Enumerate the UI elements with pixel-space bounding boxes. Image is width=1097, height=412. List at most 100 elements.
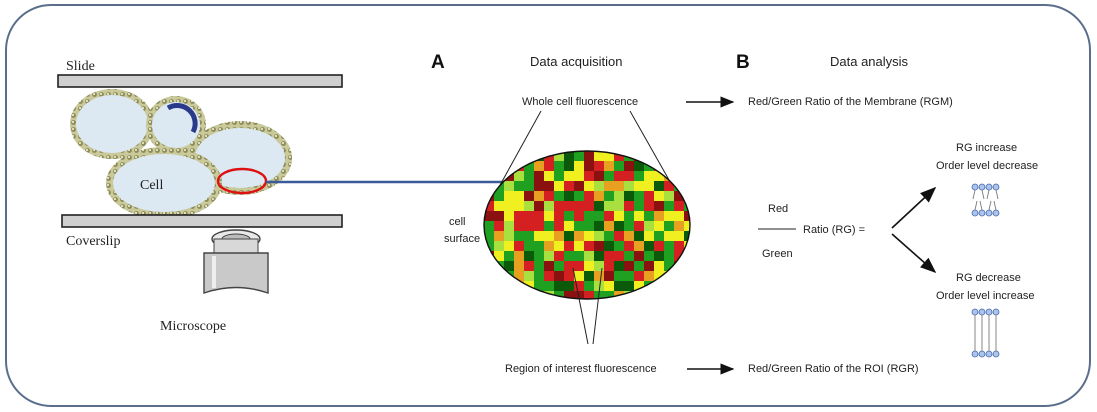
cell-surface-label-line1: cell: [449, 216, 466, 228]
fluorescence-pixel: [654, 211, 664, 221]
fluorescence-pixel: [564, 151, 574, 161]
fluorescence-pixel: [594, 261, 604, 271]
fluorescence-pixel: [534, 251, 544, 261]
fluorescence-pixel: [534, 281, 544, 291]
fluorescence-pixel: [644, 271, 654, 281]
fluorescence-pixel: [584, 291, 594, 299]
fluorescence-pixel: [634, 271, 644, 281]
fluorescence-pixel: [554, 231, 564, 241]
fluorescence-pixel: [654, 241, 664, 251]
fluorescence-pixel: [504, 201, 514, 211]
fluorescence-pixel: [554, 221, 564, 231]
fluorescence-pixel: [644, 261, 654, 271]
fluorescence-pixel: [534, 261, 544, 271]
fluorescence-pixel: [574, 171, 584, 181]
fluorescence-pixel: [614, 251, 624, 261]
fluorescence-pixel: [574, 221, 584, 231]
fluorescence-pixel: [604, 251, 614, 261]
fluorescence-pixel: [564, 171, 574, 181]
fluorescence-pixel: [604, 181, 614, 191]
fluorescence-pixel: [554, 201, 564, 211]
fluorescence-pixel: [504, 221, 514, 231]
microscope-label: Microscope: [160, 319, 226, 334]
fluorescence-pixel: [564, 221, 574, 231]
fluorescence-pixel: [514, 231, 524, 241]
fluorescence-pixel: [534, 231, 544, 241]
fluorescence-pixel: [654, 191, 664, 201]
fluorescence-pixel: [534, 191, 544, 201]
fluorescence-pixel: [504, 181, 514, 191]
fluorescence-pixel: [574, 201, 584, 211]
fluorescence-pixel: [514, 211, 524, 221]
fluorescence-pixel: [604, 281, 614, 291]
panel-a-letter: A: [431, 52, 445, 73]
order-increase-label: Order level increase: [936, 290, 1034, 302]
fluorescence-pixel: [584, 181, 594, 191]
fluorescence-pixel: [544, 191, 554, 201]
fluorescence-pixel: [644, 211, 654, 221]
fluorescence-pixel: [624, 161, 634, 171]
fluorescence-pixel: [564, 201, 574, 211]
fluorescence-pixel: [614, 241, 624, 251]
fluorescence-pixel: [624, 241, 634, 251]
fluorescence-pixel: [494, 191, 504, 201]
order-decrease-label: Order level decrease: [936, 160, 1038, 172]
fluorescence-pixel: [564, 291, 574, 299]
fluorescence-pixel: [544, 271, 554, 281]
panel-a-data-acquisition: A Data acquisition Whole cell fluorescen…: [431, 52, 691, 375]
coverslip-plate: [61, 214, 343, 228]
fluorescence-pixel: [574, 211, 584, 221]
fluorescence-pixel: [524, 211, 534, 221]
fluorescence-pixel: [524, 261, 534, 271]
fluorescence-pixel: [484, 201, 494, 211]
fluorescence-pixel: [554, 241, 564, 251]
fluorescence-pixel: [664, 241, 674, 251]
fluorescence-pixel: [494, 201, 504, 211]
fluorescence-pixel: [614, 231, 624, 241]
fluorescence-pixel: [554, 171, 564, 181]
fluorescence-pixel: [614, 221, 624, 231]
fluorescence-pixel: [614, 201, 624, 211]
fluorescence-pixel: [554, 271, 564, 281]
fluorescence-pixel: [624, 191, 634, 201]
cell-surface-outline: [483, 150, 691, 300]
fluorescence-pixel: [514, 221, 524, 231]
arrow-rg-decrease: [891, 233, 937, 274]
fluorescence-pixel: [604, 241, 614, 251]
arrow-rg-increase: [891, 186, 937, 229]
fluorescence-pixel: [594, 151, 604, 161]
fluorescence-pixel: [554, 291, 564, 299]
rg-decrease-label: RG decrease: [956, 272, 1021, 284]
fluorescence-pixel: [484, 211, 494, 221]
fluorescence-pixel: [654, 221, 664, 231]
fluorescence-pixel: [624, 221, 634, 231]
fluorescence-pixel: [534, 221, 544, 231]
fluorescence-pixel: [494, 241, 504, 251]
fluorescence-pixel: [584, 201, 594, 211]
fluorescence-pixel: [554, 191, 564, 201]
fluorescence-pixel: [644, 201, 654, 211]
microscope-objective-icon: [203, 229, 269, 294]
fluorescence-pixel: [654, 201, 664, 211]
fluorescence-pixel: [544, 281, 554, 291]
rgr-label: Red/Green Ratio of the ROI (RGR): [748, 363, 919, 375]
fluorescence-pixel: [574, 151, 584, 161]
fluorescence-pixel: [514, 271, 524, 281]
fluorescence-pixel: [554, 281, 564, 291]
fluorescence-pixel: [614, 161, 624, 171]
fluorescence-pixel: [514, 171, 524, 181]
fluorescence-pixel: [634, 211, 644, 221]
fluorescence-pixel: [664, 181, 674, 191]
fluorescence-pixel: [634, 181, 644, 191]
fluorescence-pixel: [534, 211, 544, 221]
fluorescence-pixel: [634, 221, 644, 231]
fluorescence-pixel: [594, 271, 604, 281]
roi-pointer-right: [592, 267, 603, 345]
fluorescence-pixel: [684, 211, 690, 221]
fluorescence-pixel: [624, 271, 634, 281]
fluorescence-pixel: [604, 291, 614, 299]
fluorescence-pixel: [544, 241, 554, 251]
fluorescence-pixel: [564, 231, 574, 241]
fluorescence-pixel: [594, 171, 604, 181]
